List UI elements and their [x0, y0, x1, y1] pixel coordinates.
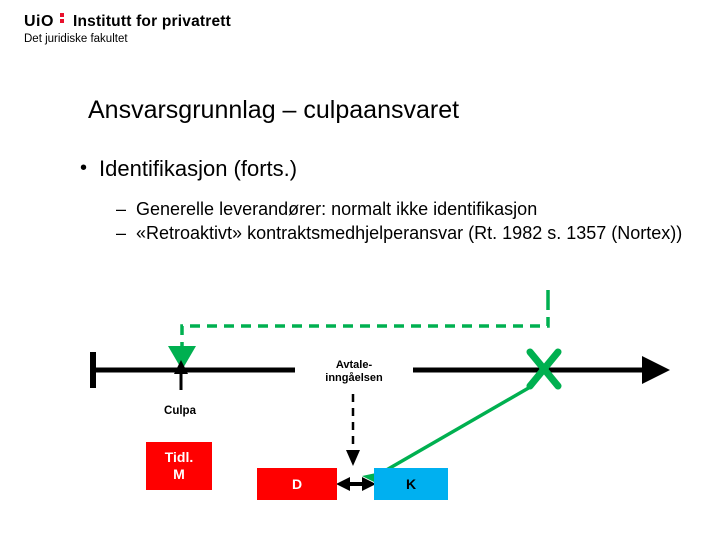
- node-tidlm-line1: Tidl.: [164, 449, 194, 466]
- logo-uio-text: UiO: [24, 13, 54, 30]
- logo-primary-line: UiO Institutt for privatrett: [24, 12, 324, 31]
- green-cross-marker-icon: [526, 348, 562, 390]
- list-item: – Generelle leverandører: normalt ikke i…: [116, 198, 696, 222]
- dash-marker-icon: –: [116, 199, 127, 219]
- node-tidlm-line2: M: [173, 466, 185, 482]
- logo-institute-text: Institutt for privatrett: [72, 13, 232, 30]
- node-culpa: Culpa: [152, 400, 208, 422]
- page-title: Ansvarsgrunnlag – culpaansvaret: [88, 96, 460, 124]
- black-up-arrow-icon: [174, 360, 188, 390]
- double-headed-arrow-icon: [336, 477, 376, 491]
- node-avtale-line2: inngåelsen: [325, 372, 383, 384]
- sub-bullet-list: – Generelle leverandører: normalt ikke i…: [116, 198, 696, 246]
- logo-faculty-text: Det juridiske fakultet: [24, 33, 128, 45]
- node-tidligere-m: Tidl. M: [146, 442, 212, 490]
- green-dashed-bracket-icon: [168, 290, 550, 370]
- timeline-diagram: Avtale- inngåelsen Culpa Tidl. M D K: [0, 290, 720, 540]
- dash-marker-icon: –: [116, 222, 127, 243]
- bullet-marker-icon: •: [80, 157, 88, 179]
- diagram-vector-layer: [90, 290, 670, 491]
- sub-bullet-text-2: «Retroaktivt» kontraktsmedhjelperansvar …: [136, 222, 683, 243]
- node-avtaleinngaelsen: Avtale- inngåelsen: [295, 352, 413, 392]
- list-item: – «Retroaktivt» kontraktsmedhjelperansva…: [116, 222, 696, 246]
- bullet-level1-text: Identifikasjon (forts.): [99, 156, 298, 181]
- sub-bullet-text-1: Generelle leverandører: normalt ikke ide…: [136, 199, 538, 219]
- bullet-level1: • Identifikasjon (forts.): [80, 156, 297, 182]
- black-dashed-down-arrow-icon: [346, 394, 360, 466]
- node-k: K: [374, 468, 448, 500]
- node-d: D: [257, 468, 337, 500]
- node-avtale-line1: Avtale-: [335, 359, 373, 372]
- uio-logo: UiO Institutt for privatrett Det juridis…: [24, 12, 324, 48]
- red-colon-dots-icon: [59, 11, 67, 25]
